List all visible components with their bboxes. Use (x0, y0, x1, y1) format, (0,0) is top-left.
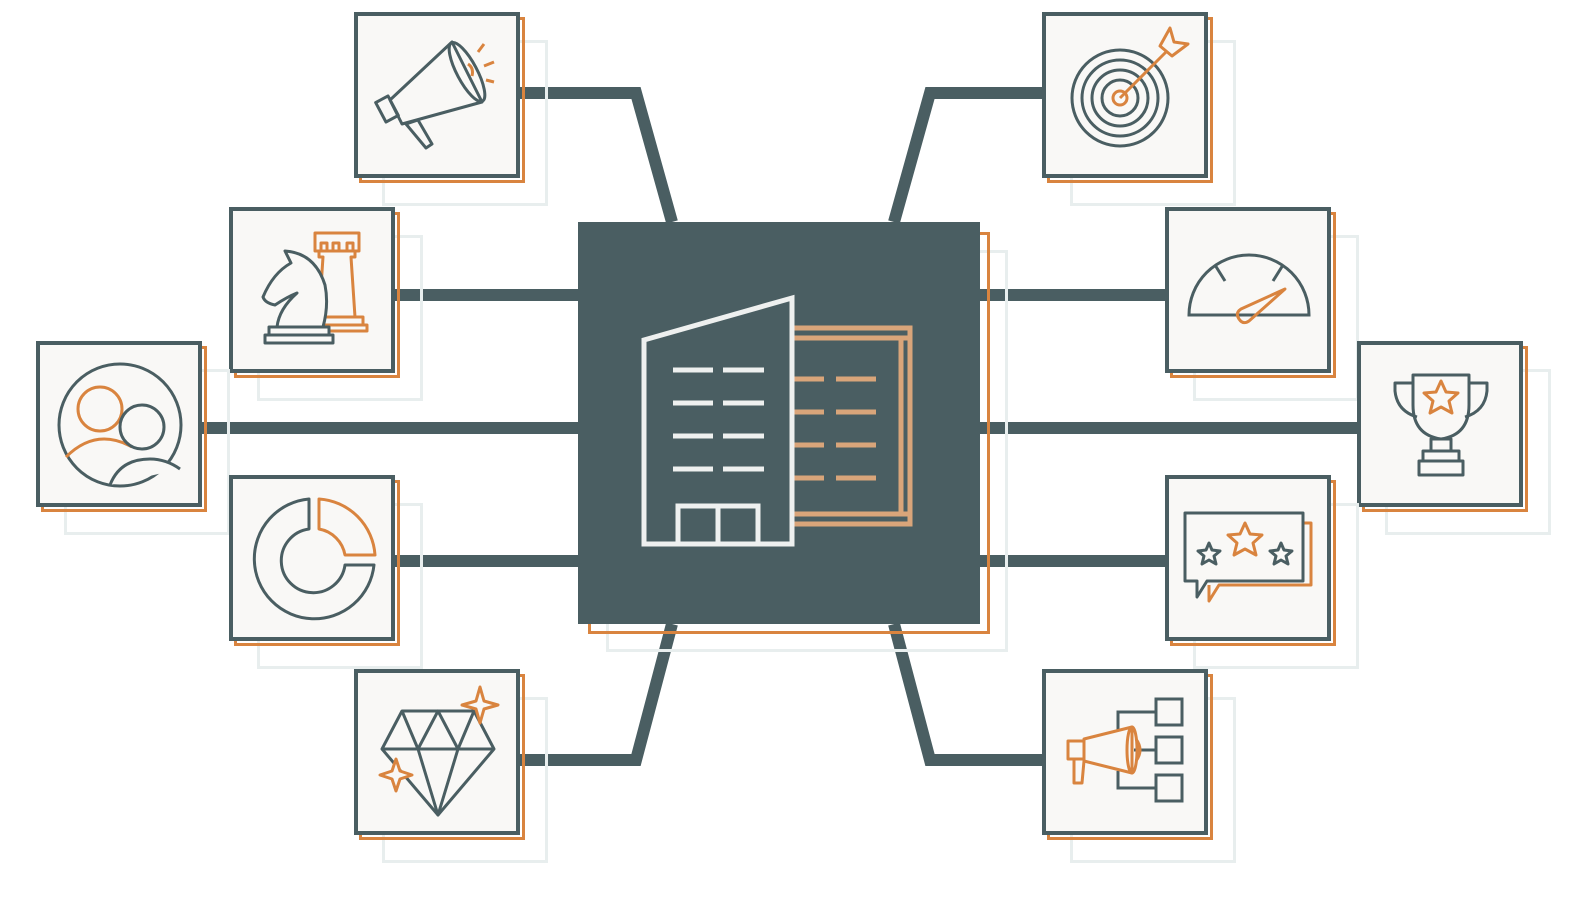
chess-strategy-icon (261, 231, 369, 345)
connector-distribution (888, 622, 1042, 766)
node-diamond (354, 669, 548, 863)
office-building-icon (641, 294, 913, 547)
node-distribution (1042, 669, 1236, 863)
megaphone-icon (374, 40, 495, 150)
node-reviews (1165, 475, 1359, 669)
node-target (1042, 12, 1236, 206)
target-goal-icon (1070, 26, 1190, 148)
connector-diamond (520, 622, 678, 766)
central-hub (578, 222, 1008, 652)
connector-target (888, 87, 1042, 224)
trophy-award-icon (1393, 373, 1489, 477)
star-reviews-icon (1183, 511, 1313, 603)
audience-users-icon (57, 362, 183, 488)
campaign-distribution-icon (1066, 697, 1184, 803)
node-trophy (1357, 341, 1551, 535)
node-megaphone (354, 12, 548, 206)
node-audience (36, 341, 230, 535)
node-donut (229, 475, 423, 669)
donut-chart-icon (252, 497, 377, 621)
node-chess (229, 207, 423, 401)
diamond-value-icon (378, 685, 500, 817)
node-gauge (1165, 207, 1359, 401)
connector-megaphone (520, 87, 678, 224)
performance-gauge-icon (1187, 253, 1311, 325)
